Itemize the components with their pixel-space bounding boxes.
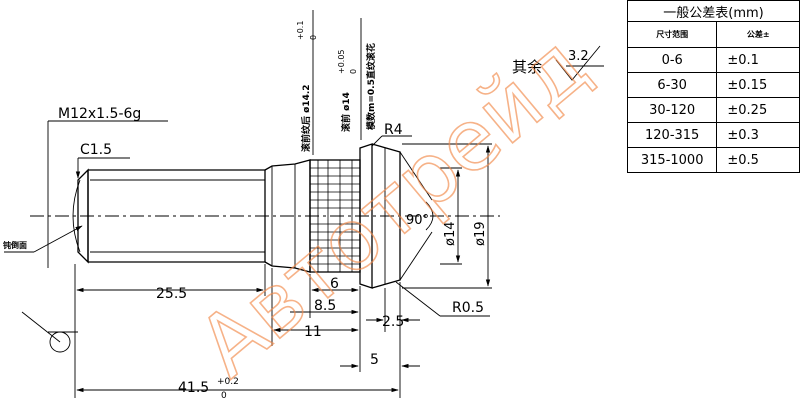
tolerance-table-header-size: 尺寸范围 <box>626 21 718 48</box>
angle-90: 90° <box>399 151 434 281</box>
table-row: 30-120 ±0.25 <box>626 97 800 123</box>
undercut-note: 钝倒面 <box>3 240 27 250</box>
radius-r05: R0.5 <box>395 281 490 317</box>
diameter-19: ø19 <box>402 143 492 289</box>
knurl-note-3: 模数m=0.5直纹滚花 <box>365 43 377 130</box>
knurl-note-2: 滚前 ø14 <box>340 92 352 132</box>
tolerance-table-title: 一般公差表(mm) <box>627 0 800 22</box>
radius-r4: R4 <box>371 122 412 147</box>
dia-outer-label: ø19 <box>473 222 488 247</box>
table-cell-tol: ±0.1 <box>716 47 800 73</box>
radius-top-label: R4 <box>384 122 403 138</box>
roughness-value: 3.2 <box>568 49 589 64</box>
dimension-lines: 25.5 6 8.5 11 2.5 5 41.5 +0.2 0 <box>74 264 420 401</box>
dim-8-5: 8.5 <box>314 298 336 314</box>
watermark: Автотрейд <box>180 16 606 396</box>
dim-total-tol-plus: +0.2 <box>217 377 239 387</box>
chamfer-label: C1.5 <box>80 142 112 158</box>
knurl-tol-1-minus: 0 <box>309 35 318 40</box>
dim-5: 5 <box>370 352 379 368</box>
dia-inner-label: ø14 <box>443 222 458 247</box>
table-row: 6-30 ±0.15 <box>626 72 800 98</box>
table-cell-range: 0-6 <box>626 47 718 73</box>
dim-2-5: 2.5 <box>382 314 404 330</box>
tolerance-table-header-tol: 公差± <box>716 21 800 48</box>
table-cell-tol: ±0.25 <box>716 97 800 123</box>
roughness-symbol: 其余 3.2 <box>512 45 604 81</box>
thread-callout: M12x1.5-6g <box>47 106 168 268</box>
dim-11: 11 <box>304 324 322 340</box>
dim-total-tol-minus: 0 <box>221 391 227 401</box>
chamfer-callout: C1.5 <box>75 142 130 179</box>
dim-6: 6 <box>330 276 339 292</box>
table-cell-range: 120-315 <box>626 122 718 148</box>
diameter-14: ø14 <box>440 167 462 265</box>
undercut-callout: 钝倒面 <box>3 225 83 253</box>
thread-label: M12x1.5-6g <box>58 106 141 122</box>
table-cell-tol: ±0.5 <box>716 147 800 173</box>
roughness-remaining-label: 其余 <box>512 58 542 76</box>
table-row: 315-1000 ±0.5 <box>626 147 800 173</box>
table-cell-tol: ±0.15 <box>716 72 800 98</box>
knurl-tol-1-plus: +0.1 <box>296 21 305 40</box>
knurl-tol-2-plus: +0.05 <box>337 49 346 74</box>
table-cell-range: 30-120 <box>626 97 718 123</box>
tolerance-table: 一般公差表(mm) 尺寸范围 公差± 0-6 ±0.1 6-30 ±0.15 3… <box>626 0 800 173</box>
angle-label: 90° <box>406 213 429 228</box>
knurl-note-1: 滚前纹后 ø14.2 <box>300 84 312 152</box>
table-cell-range: 6-30 <box>626 72 718 98</box>
datum-symbol <box>21 311 78 353</box>
dim-25-5: 25.5 <box>156 286 187 302</box>
table-cell-tol: ±0.3 <box>716 122 800 148</box>
knurl-notes: 滚前纹后 ø14.2 +0.1 0 滚前 ø14 +0.05 0 模数m=0.5… <box>296 10 377 155</box>
table-row: 0-6 ±0.1 <box>626 47 800 73</box>
radius-bottom-label: R0.5 <box>452 300 484 316</box>
table-cell-range: 315-1000 <box>626 147 718 173</box>
knurl-tol-2-minus: 0 <box>349 69 358 74</box>
table-row: 120-315 ±0.3 <box>626 122 800 148</box>
dim-total: 41.5 <box>178 380 209 396</box>
